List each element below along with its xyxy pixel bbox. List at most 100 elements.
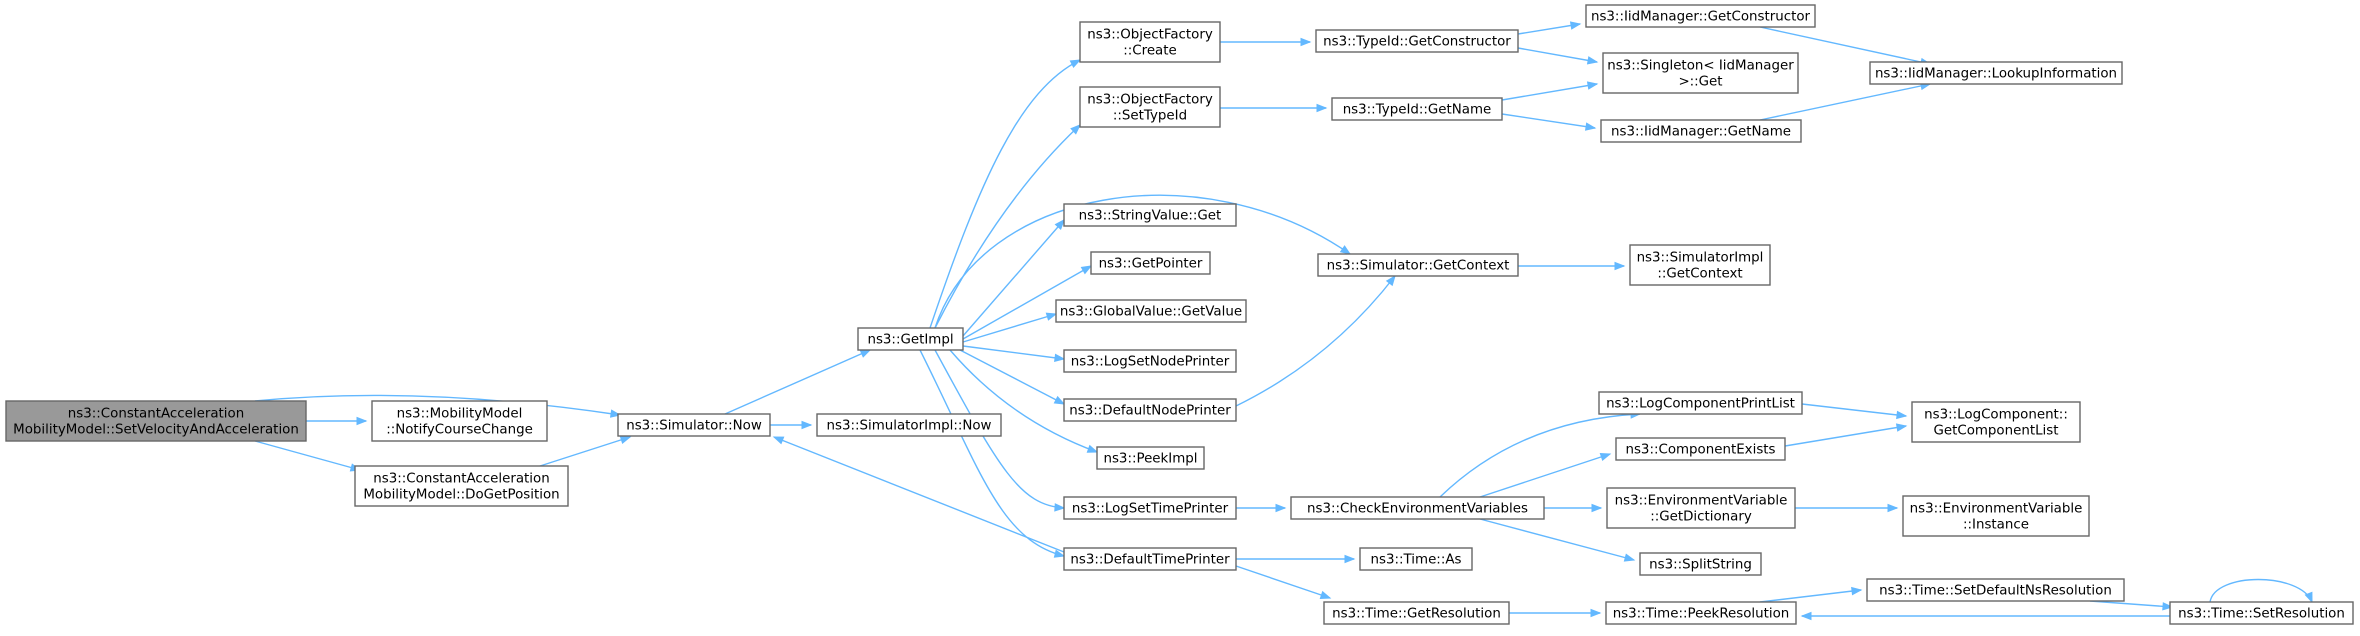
node-timesetdefns[interactable]: ns3::Time::SetDefaultNsResolution: [1866, 578, 2125, 602]
arrowhead-icon: [2162, 602, 2174, 611]
node-timepeekres[interactable]: ns3::Time::PeekResolution: [1605, 601, 1797, 625]
node-box: [857, 327, 964, 351]
node-notify[interactable]: ns3::MobilityModel::NotifyCourseChange: [371, 400, 548, 442]
edge-line: [2209, 578, 2313, 603]
node-box: [617, 413, 771, 437]
node-getpointer[interactable]: ns3::GetPointer: [1090, 251, 1211, 275]
node-label: ns3::Time::GetResolution: [1332, 607, 1501, 622]
node-tidgetname[interactable]: ns3::TypeId::GetName: [1331, 97, 1503, 121]
node-box: [1902, 495, 2090, 537]
node-splitstring[interactable]: ns3::SplitString: [1639, 552, 1762, 576]
node-simimplnow[interactable]: ns3::SimulatorImpl::Now: [816, 413, 1002, 437]
node-iidgetctor[interactable]: ns3::IidManager::GetConstructor: [1585, 4, 1816, 28]
node-timeas[interactable]: ns3::Time::As: [1359, 547, 1473, 571]
node-iidlookup[interactable]: ns3::IidManager::LookupInformation: [1869, 61, 2123, 85]
edge-getimpl-to-gvgetvalue: [962, 312, 1058, 343]
node-box: [371, 400, 548, 442]
arrowhead-icon: [1339, 245, 1352, 255]
edge-getimpl-to-deftime: [919, 349, 1066, 558]
node-label: ns3::LogComponentPrintList: [1606, 397, 1795, 412]
node-tidgetctor[interactable]: ns3::TypeId::GetConstructor: [1315, 29, 1519, 53]
arrowhead-icon: [1584, 122, 1597, 131]
node-box: [1063, 398, 1237, 422]
edge-line: [1479, 453, 1611, 498]
node-simgetctx[interactable]: ns3::Simulator::GetContext: [1317, 253, 1519, 277]
edge-deftime-to-simnow: [772, 436, 1065, 553]
node-label: ns3::Simulator::GetContext: [1327, 259, 1510, 274]
node-timegetres[interactable]: ns3::Time::GetResolution: [1323, 601, 1510, 625]
edge-line: [724, 349, 871, 415]
node-dogetpos[interactable]: ns3::ConstantAccelerationMobilityModel::…: [354, 465, 569, 507]
node-label: ns3::IidManager::LookupInformation: [1875, 67, 2117, 82]
arrowhead-icon: [1896, 410, 1908, 420]
node-label: ::Create: [1123, 44, 1177, 59]
node-iidgetname[interactable]: ns3::IidManager::GetName: [1600, 119, 1802, 143]
node-label: ns3::EnvironmentVariable: [1910, 502, 2083, 517]
node-box: [1315, 29, 1519, 53]
edge-checkenv-to-splitstring: [1479, 518, 1636, 562]
node-simimplgetctx[interactable]: ns3::SimulatorImpl::GetContext: [1629, 244, 1771, 286]
arrowhead-icon: [1300, 37, 1312, 47]
node-strget[interactable]: ns3::StringValue::Get: [1063, 203, 1237, 227]
node-gvgetvalue[interactable]: ns3::GlobalValue::GetValue: [1055, 299, 1247, 323]
arrowhead-icon: [1344, 554, 1356, 564]
node-simnow[interactable]: ns3::Simulator::Now: [617, 413, 771, 437]
node-checkenv[interactable]: ns3::CheckEnvironmentVariables: [1290, 496, 1545, 520]
arrowhead-icon: [619, 435, 632, 444]
edge-line: [1479, 518, 1635, 561]
edge-line: [1235, 565, 1331, 599]
edge-line: [962, 265, 1092, 340]
node-label: GetComponentList: [1933, 424, 2058, 439]
edge-line: [934, 194, 1351, 329]
node-box: [1055, 299, 1247, 323]
node-box: [1331, 97, 1503, 121]
edge-logcompprint-to-logcompgetlist: [1801, 403, 1908, 420]
node-label: ::GetDictionary: [1650, 510, 1752, 525]
edge-line: [773, 436, 1065, 553]
node-envgetdict[interactable]: ns3::EnvironmentVariable::GetDictionary: [1606, 487, 1796, 529]
node-logcompprint[interactable]: ns3::LogComponentPrintList: [1598, 391, 1803, 415]
arrowhead-icon: [1053, 549, 1066, 558]
edge-timepeekres-to-timesetdefns: [1759, 586, 1863, 603]
node-peekimpl[interactable]: ns3::PeekImpl: [1096, 446, 1205, 470]
arrowhead-icon: [1080, 265, 1093, 275]
edge-line: [919, 349, 1065, 557]
arrowhead-icon: [1385, 274, 1396, 287]
node-compexists[interactable]: ns3::ComponentExists: [1615, 437, 1786, 461]
node-label: ns3::TypeId::GetName: [1343, 103, 1492, 118]
edge-defnode-to-simgetctx: [1235, 274, 1396, 407]
node-label: ns3::Time::SetResolution: [2178, 607, 2345, 622]
node-logsetnode[interactable]: ns3::LogSetNodePrinter: [1063, 349, 1237, 373]
arrowhead-icon: [1614, 261, 1626, 271]
node-label: ns3::ConstantAcceleration: [68, 407, 244, 422]
node-label: ns3::LogSetNodePrinter: [1071, 355, 1230, 370]
node-label: ns3::ObjectFactory: [1087, 93, 1213, 108]
node-logsettime[interactable]: ns3::LogSetTimePrinter: [1063, 496, 1237, 520]
arrowhead-icon: [2304, 591, 2313, 604]
node-ofcreate[interactable]: ns3::ObjectFactory::Create: [1079, 21, 1221, 63]
node-label: >::Get: [1678, 75, 1722, 90]
node-label: ns3::ComponentExists: [1625, 443, 1775, 458]
arrowhead-icon: [1599, 452, 1612, 462]
arrowhead-icon: [1586, 81, 1599, 90]
node-ofsettypeid[interactable]: ns3::ObjectFactory::SetTypeId: [1079, 86, 1221, 128]
node-label: ns3::SimulatorImpl::Now: [826, 419, 991, 434]
node-deftime[interactable]: ns3::DefaultTimePrinter: [1063, 547, 1237, 571]
edge-getimpl-to-ofsettypeid: [934, 124, 1082, 329]
edge-line: [934, 124, 1081, 329]
node-defnode[interactable]: ns3::DefaultNodePrinter: [1063, 398, 1237, 422]
edge-timesetres-to-timepeekres: [1800, 611, 2170, 621]
node-box: [354, 465, 569, 507]
arrowhead-icon: [1590, 608, 1602, 618]
edge-timesetres-to-timesetres: [2209, 578, 2313, 604]
arrowhead-icon: [1800, 611, 1812, 621]
node-singleton[interactable]: ns3::Singleton< IidManager>::Get: [1602, 52, 1799, 94]
node-label: ns3::TypeId::GetConstructor: [1323, 35, 1511, 50]
node-logcompgetlist[interactable]: ns3::LogComponent::GetComponentList: [1911, 401, 2081, 443]
node-envinstance[interactable]: ns3::EnvironmentVariable::Instance: [1902, 495, 2090, 537]
node-box: [1615, 437, 1786, 461]
node-getimpl[interactable]: ns3::GetImpl: [857, 327, 964, 351]
node-box: [1602, 52, 1799, 94]
node-timesetres[interactable]: ns3::Time::SetResolution: [2169, 601, 2354, 625]
